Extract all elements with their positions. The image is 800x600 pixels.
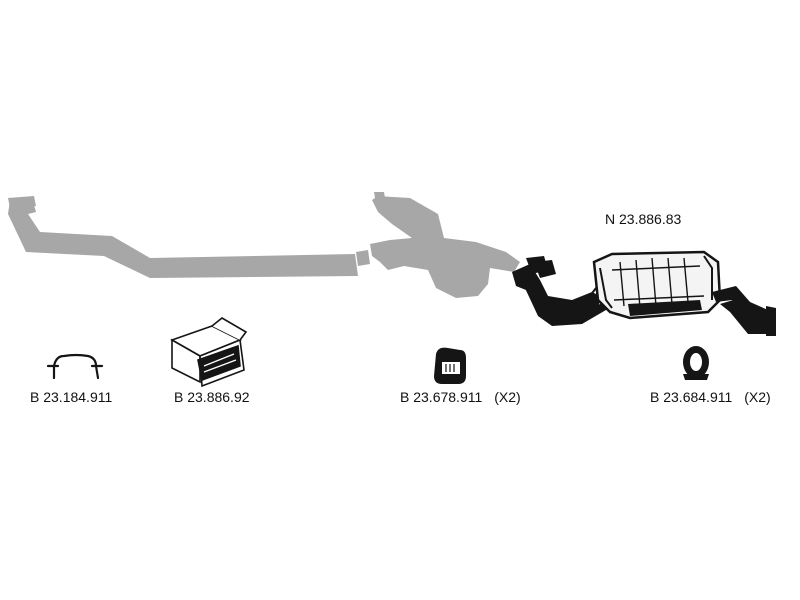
clamp-drawing: [46, 353, 104, 380]
rear-muffler-outlet-pipes: [712, 286, 776, 336]
rear-muffler-assembly: [512, 250, 776, 336]
rubber-mount-round-drawing: [683, 346, 709, 380]
mounting-kit-drawing: [170, 317, 248, 388]
rubber-mount-round-label: B 23.684.911 (X2): [650, 389, 771, 405]
rear-muffler-inlet-pipes: [512, 256, 606, 326]
rubber-mount-square-label: B 23.678.911 (X2): [400, 389, 521, 405]
mounting-kit-part-number: B 23.886.92: [174, 389, 250, 405]
center-resonator-ghost: [370, 192, 520, 298]
rubber-mount-round-part-number: B 23.684.911: [650, 389, 733, 405]
clamp-part-number: B 23.184.911: [30, 389, 113, 405]
front-pipe-ghost: [8, 196, 370, 278]
rubber-mount-square-part-number: B 23.678.911: [400, 389, 483, 405]
rubber-mount-square-quantity: (X2): [494, 389, 521, 405]
rear-muffler-body: [588, 250, 722, 320]
rubber-mount-round-quantity: (X2): [744, 389, 771, 405]
main-muffler-part-number: N 23.886.83: [605, 211, 682, 227]
rubber-mount-square-drawing: [434, 347, 466, 384]
